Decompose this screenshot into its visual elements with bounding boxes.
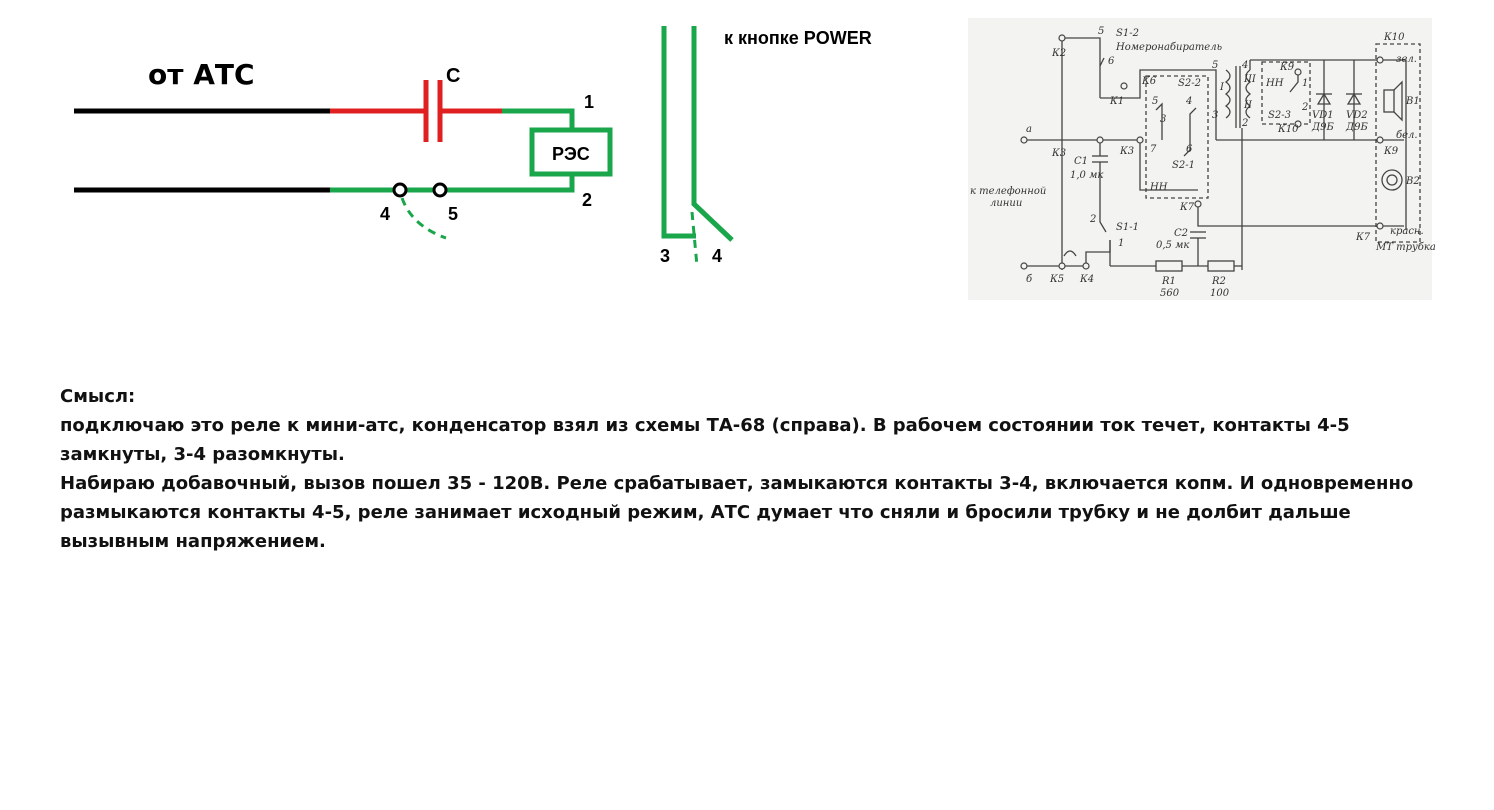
relay-terminal-1: 1 <box>584 92 594 112</box>
schematic-label-c1: С1 <box>1074 156 1088 167</box>
schematic-label-k2: К2 <box>1051 48 1066 59</box>
schematic-label-r2v: 100 <box>1210 288 1230 299</box>
schematic-label-k6: К6 <box>1141 76 1157 87</box>
power-switch-dashed <box>690 211 699 267</box>
power-contact-4-label: 4 <box>712 246 722 266</box>
schematic-label-p3: 3 <box>1160 114 1166 125</box>
schematic-label-k4: К4 <box>1079 274 1094 285</box>
ta68-schematic: К2 5 S1-2 Номеронабиратель 6 К6 S2-2 К1 … <box>968 18 1436 300</box>
relay-wire-bottom <box>440 174 575 193</box>
contact-5-node <box>432 182 448 198</box>
contact-4-label: 4 <box>380 204 390 224</box>
schematic-background <box>968 18 1432 300</box>
schematic-label-k3a: К3 <box>1051 148 1066 159</box>
schematic-label-vd2: VD2 <box>1346 110 1368 121</box>
schematic-label-c1v: 1,0 мк <box>1070 170 1103 181</box>
relay-wire-top <box>502 108 575 130</box>
schematic-label-s23: S2-3 <box>1268 110 1291 121</box>
power-label: к кнопке POWER <box>724 28 872 48</box>
relay-label: РЭС <box>552 144 590 164</box>
schematic-label-t4b: 4 <box>1241 60 1248 71</box>
power-contacts: к кнопке POWER 3 4 <box>660 26 872 267</box>
schematic-label-s21: S2-1 <box>1172 160 1195 171</box>
schematic-label-p2: 2 <box>1089 214 1096 225</box>
schematic-label-kline1: к телефонной <box>970 186 1046 197</box>
schematic-label-k10top: К10 <box>1383 32 1405 43</box>
schematic-label-s22: S2-2 <box>1178 78 1201 89</box>
schematic-label-k9b: К9 <box>1383 146 1399 157</box>
schematic-label-p6: 6 <box>1186 144 1193 155</box>
capacitor-label: С <box>446 65 460 87</box>
schematic-label-vd1: VD1 <box>1312 110 1334 121</box>
schematic-label-num: Номеронабиратель <box>1115 42 1222 53</box>
schematic-label-s11: S1-1 <box>1116 222 1139 233</box>
schematic-label-nn1: НН <box>1265 78 1284 89</box>
schematic-label-bel: бел. <box>1396 130 1418 141</box>
relay-terminal-2: 2 <box>582 190 592 210</box>
schematic-label-zel: зел. <box>1396 54 1417 65</box>
schematic-label-p5: 5 <box>1098 26 1104 37</box>
schematic-label-nn2: НН <box>1149 182 1168 193</box>
schematic-label-r1: R1 <box>1161 276 1176 287</box>
power-contact-3-label: 3 <box>660 246 670 266</box>
schematic-label-n1: 1 <box>1302 78 1308 89</box>
schematic-label-k9a: К9 <box>1279 62 1295 73</box>
schematic-label-t5: 5 <box>1212 60 1218 71</box>
note-heading: Смысл: <box>60 386 136 407</box>
schematic-label-r2: R2 <box>1211 276 1226 287</box>
schematic-label-d9b1: Д9Б <box>1311 122 1334 133</box>
schematic-label-t1: I <box>1219 82 1225 93</box>
schematic-label-k3b: К3 <box>1119 146 1134 157</box>
schematic-label-t3: 3 <box>1212 110 1218 121</box>
schematic-label-p5: 5 <box>1152 96 1158 107</box>
schematic-label-krasn: красн. <box>1390 226 1424 237</box>
schematic-label-tII: II <box>1243 100 1253 111</box>
schematic-label-b2: В2 <box>1405 176 1420 187</box>
schematic-label-t2: 2 <box>1241 118 1248 129</box>
relay-box <box>529 127 613 177</box>
schematic-label-k1: К1 <box>1109 96 1124 107</box>
schematic-label-tIII: III <box>1243 74 1257 85</box>
schematic-label-k10b: К10 <box>1277 124 1299 135</box>
note-paragraph-1: подключаю это реле к мини-атс, конденсат… <box>60 415 1350 465</box>
schematic-label-a: а <box>1026 124 1032 135</box>
schematic-label-mt: МТ трубка <box>1375 242 1436 253</box>
schematic-label-p1: 1 <box>1118 238 1124 249</box>
schematic-label-kline2: линии <box>990 198 1022 209</box>
schematic-label-p7: 7 <box>1150 144 1157 155</box>
schematic-label-p4: 4 <box>1185 96 1192 107</box>
schematic-label-r1v: 560 <box>1160 288 1180 299</box>
schematic-label-k7a: К7 <box>1179 202 1195 213</box>
schematic-label-k7b: К7 <box>1355 232 1371 243</box>
relay-circuit: от АТС С РЭС 1 2 4 5 <box>74 58 613 240</box>
schematic-label-c2v: 0,5 мк <box>1156 240 1189 251</box>
schematic-label-b1: В1 <box>1405 96 1420 107</box>
schematic-label-n2: 2 <box>1301 102 1308 113</box>
schematic-label-d9b2: Д9Б <box>1345 122 1368 133</box>
explanation-note: Смысл: подключаю это реле к мини-атс, ко… <box>60 382 1450 556</box>
note-paragraph-2: Набираю добавочный, вызов пошел 35 - 120… <box>60 473 1414 552</box>
schematic-label-c2: С2 <box>1174 228 1188 239</box>
power-wire-left <box>661 26 696 239</box>
source-label: от АТС <box>148 58 255 91</box>
schematic-label-s12: S1-2 <box>1116 28 1139 39</box>
schematic-label-p6: 6 <box>1108 56 1115 67</box>
schematic-label-b: б <box>1026 274 1033 285</box>
power-wire-right <box>691 26 734 242</box>
schematic-label-k5: К5 <box>1049 274 1064 285</box>
contact-4-node <box>392 182 408 198</box>
contact-5-label: 5 <box>448 204 458 224</box>
contact-switch-dashed <box>400 197 447 240</box>
